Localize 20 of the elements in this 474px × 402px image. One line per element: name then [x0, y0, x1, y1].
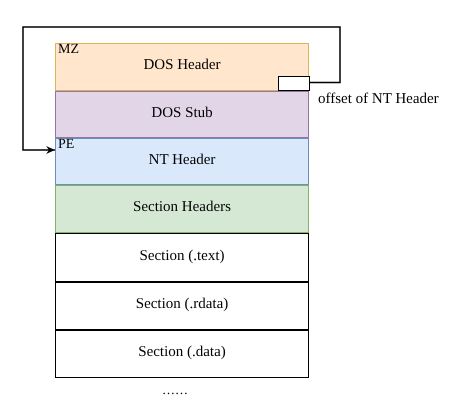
ellipsis-note: ……: [162, 382, 188, 398]
dos-stub-block: [55, 91, 309, 138]
block-title: NT Header: [148, 152, 216, 168]
field-caption: offset of NT Header: [318, 91, 439, 108]
section-block: [55, 282, 309, 330]
section-block: [55, 233, 309, 282]
pointer-arrow: [22, 26, 341, 154]
section-headers-block: [55, 185, 309, 233]
offset-field: [278, 76, 310, 91]
block-title: Section Headers: [132, 199, 232, 216]
signature-label: PE: [58, 137, 74, 153]
block-title: Section (.rdata): [134, 296, 230, 313]
nt-header-block: [55, 138, 309, 185]
block-title: Section (.data): [137, 344, 227, 361]
block-title: DOS Stub: [150, 104, 214, 122]
signature-label: MZ: [58, 42, 79, 58]
block-title: DOS Header: [142, 57, 222, 74]
section-block: [55, 330, 309, 378]
block-title: Section (.text): [138, 248, 226, 264]
dos-header-block: [55, 43, 309, 91]
